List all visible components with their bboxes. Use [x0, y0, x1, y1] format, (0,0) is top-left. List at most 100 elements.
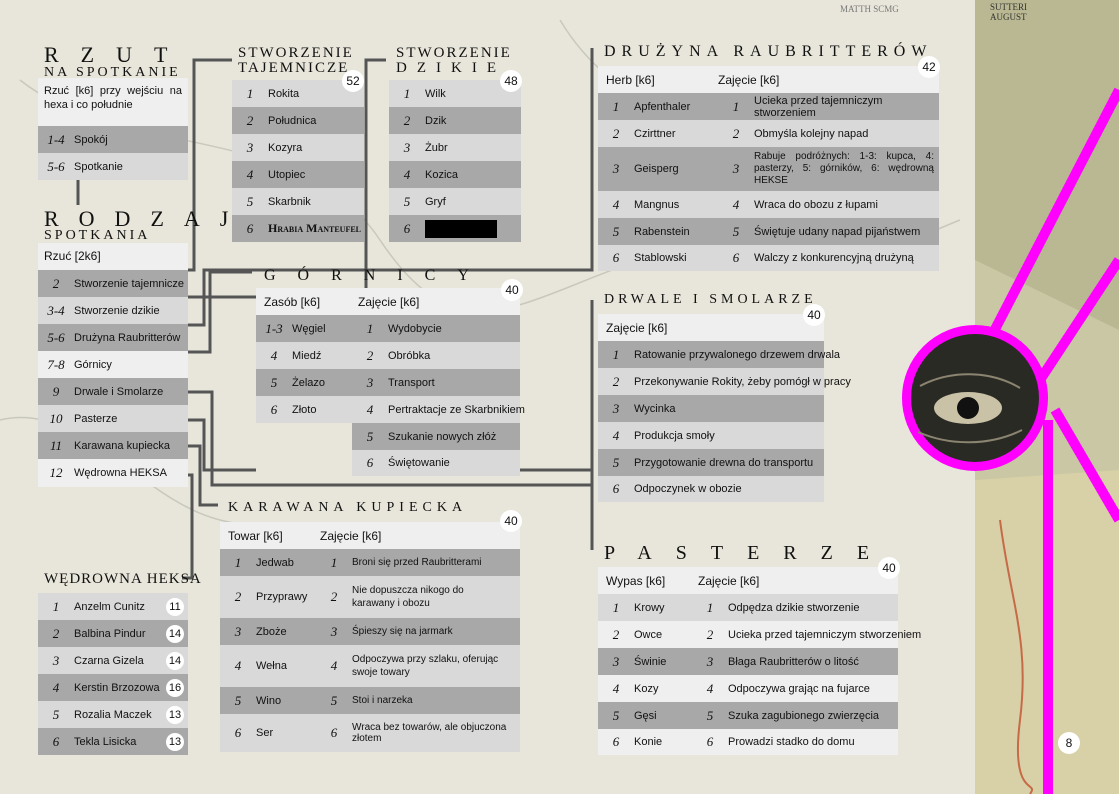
- rzut-row-2-text: Spotkanie: [74, 160, 123, 173]
- pasterze-wypas: Owce: [634, 628, 663, 641]
- pasterze-wypas: Krowy: [634, 601, 665, 614]
- tajemnicze-text: Skarbnik: [268, 195, 311, 208]
- karawana-badge: 40: [500, 510, 522, 532]
- karawana-colhead-1: Towar [k6]: [228, 529, 283, 543]
- druzyna-num: 2: [612, 125, 620, 141]
- druzyna-num2: 6: [732, 250, 740, 265]
- tajemnicze-num: 4: [246, 166, 254, 182]
- gornicy-left-text: Węgiel: [292, 322, 326, 335]
- rzut-row-1-num: 1-4: [47, 131, 65, 147]
- rzut-row-1-text: Spokój: [74, 133, 108, 146]
- rodzaj-text: Wędrowna HEKSA: [74, 466, 167, 479]
- dzikie-title-line1: Stworzenie: [396, 45, 512, 61]
- drwale-badge: 40: [803, 304, 825, 326]
- karawana-num2: 4: [330, 658, 338, 673]
- gornicy-title: Górnicy: [264, 267, 491, 284]
- wedrowna-num: 5: [52, 706, 60, 722]
- druzyna-herb: Rabenstein: [634, 225, 690, 238]
- wedrowna-num: 4: [52, 679, 60, 695]
- karawana-num: 1: [234, 554, 242, 570]
- drwale-title: Drwale i smolarze: [604, 292, 817, 307]
- pasterze-text: Odpoczywa grając na fujarce: [728, 682, 870, 695]
- wedrowna-name: Rozalia Maczek: [74, 708, 152, 721]
- rzut-title: Rzut na spotkanie: [44, 44, 189, 81]
- gornicy-right-num: 2: [366, 347, 374, 363]
- gornicy-right-text: Pertraktacje ze Skarbnikiem: [388, 403, 525, 416]
- karawana-num: 6: [234, 725, 242, 740]
- drwale-num: 6: [612, 481, 620, 496]
- pasterze-colhead-2: Zajęcie [k6]: [698, 574, 760, 588]
- dzikie-text: Wilk: [425, 87, 446, 100]
- rodzaj-num: 2: [52, 275, 60, 291]
- wedrowna-title: Wędrowna HEKSA: [44, 571, 202, 587]
- tajemnicze-row: 5 Skarbnik: [232, 188, 364, 215]
- pasterze-text: Błaga Raubritterów o litość: [728, 655, 859, 668]
- pasterze-wypas: Świnie: [634, 655, 667, 668]
- tajemnicze-num: 3: [246, 139, 254, 155]
- karawana-text: Śpieszy się na jarmark: [352, 626, 453, 637]
- druzyna-text: Obmyśla kolejny napad: [754, 127, 869, 140]
- rodzaj-text: Górnicy: [74, 358, 112, 371]
- wedrowna-value: 11: [166, 597, 184, 616]
- druzyna-text: Ucieka przed tajemniczym stworzeniem: [754, 94, 883, 119]
- dzikie-title: Stworzenie Dzikie: [396, 46, 512, 76]
- druzyna-colhead-1: Herb [k6]: [606, 73, 655, 87]
- pasterze-text: Prowadzi stadko do domu: [728, 736, 855, 748]
- karawana-num: 3: [234, 623, 242, 639]
- druzyna-num: 4: [612, 196, 620, 212]
- tajemnicze-num: 5: [246, 193, 254, 209]
- dzikie-title-line2: Dzikie: [396, 60, 506, 76]
- pasterze-num: 3: [612, 653, 620, 669]
- gornicy-right-num: 6: [366, 455, 374, 470]
- tajemnicze-text: Rokita: [268, 87, 300, 100]
- rodzaj-text: Stworzenie dzikie: [74, 304, 160, 317]
- pasterze-wypas: Kozy: [634, 682, 659, 695]
- karawana-text: Stoi i narzeka: [352, 695, 413, 706]
- gornicy-left-text: Złoto: [292, 403, 317, 416]
- tajemnicze-text: Kozyra: [268, 141, 303, 154]
- map-label-top-right-1: SUTTERI: [990, 2, 1027, 12]
- rodzaj-text: Drwale i Smolarze: [74, 385, 164, 398]
- gornicy-right-num: 3: [366, 374, 374, 390]
- rodzaj-colhead: Rzuć [2k6]: [44, 249, 101, 263]
- rodzaj-num: 7-8: [47, 356, 65, 372]
- druzyna-herb: Mangnus: [634, 198, 680, 211]
- rodzaj-title: Rodzaj spotkania: [44, 206, 249, 244]
- karawana-towar: Wino: [256, 694, 282, 707]
- gornicy-empty-corner: [256, 423, 352, 476]
- tajemnicze-title-line2: Tajemnicze: [238, 60, 350, 76]
- drwale-text: Ratowanie przywalonego drzewem drwala: [634, 348, 841, 361]
- dzikie-num: 3: [403, 139, 411, 155]
- rodzaj-text: Pasterze: [74, 412, 118, 425]
- druzyna-badge: 42: [918, 56, 940, 78]
- rodzaj-title-line2: spotkania: [44, 228, 151, 243]
- rodzaj-title-line1: Rodzaj: [44, 206, 249, 231]
- karawana-num: 2: [234, 589, 242, 604]
- drwale-text: Przekonywanie Rokity, żeby pomógł w prac…: [634, 375, 851, 388]
- druzyna-num2: 5: [732, 223, 740, 239]
- map-label-top-center: MATTH SCMG: [840, 4, 899, 14]
- druzyna-herb: Stablowski: [634, 252, 687, 264]
- gornicy-right-num: 5: [366, 428, 374, 444]
- tajemnicze-badge: 52: [342, 70, 364, 92]
